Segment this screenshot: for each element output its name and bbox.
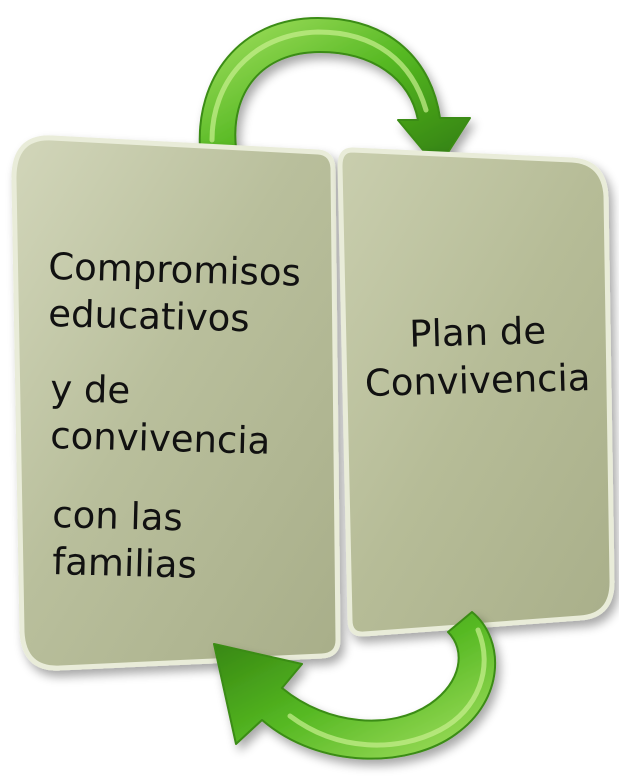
curved-arrow-icon	[198, 17, 471, 169]
bottom-arrow	[213, 611, 497, 760]
right-line-1: Plan de	[409, 309, 547, 356]
left-line-1: Compromisos	[48, 245, 302, 295]
left-box	[11, 135, 341, 671]
right-box-text: Plan de Convivencia	[364, 309, 591, 405]
left-box-text: Compromisos educativos y de convivencia …	[48, 245, 302, 587]
left-line-2: educativos	[48, 292, 250, 340]
right-card	[337, 147, 615, 637]
left-line-4: convivencia	[50, 414, 271, 463]
curved-arrow-icon	[213, 611, 497, 760]
top-arrow	[198, 17, 471, 169]
left-line-5: con las	[52, 493, 184, 539]
left-line-6: familias	[52, 540, 198, 587]
left-line-3: y de	[50, 367, 131, 412]
right-line-2: Convivencia	[364, 356, 591, 405]
left-card	[11, 135, 341, 671]
right-box	[337, 147, 615, 637]
